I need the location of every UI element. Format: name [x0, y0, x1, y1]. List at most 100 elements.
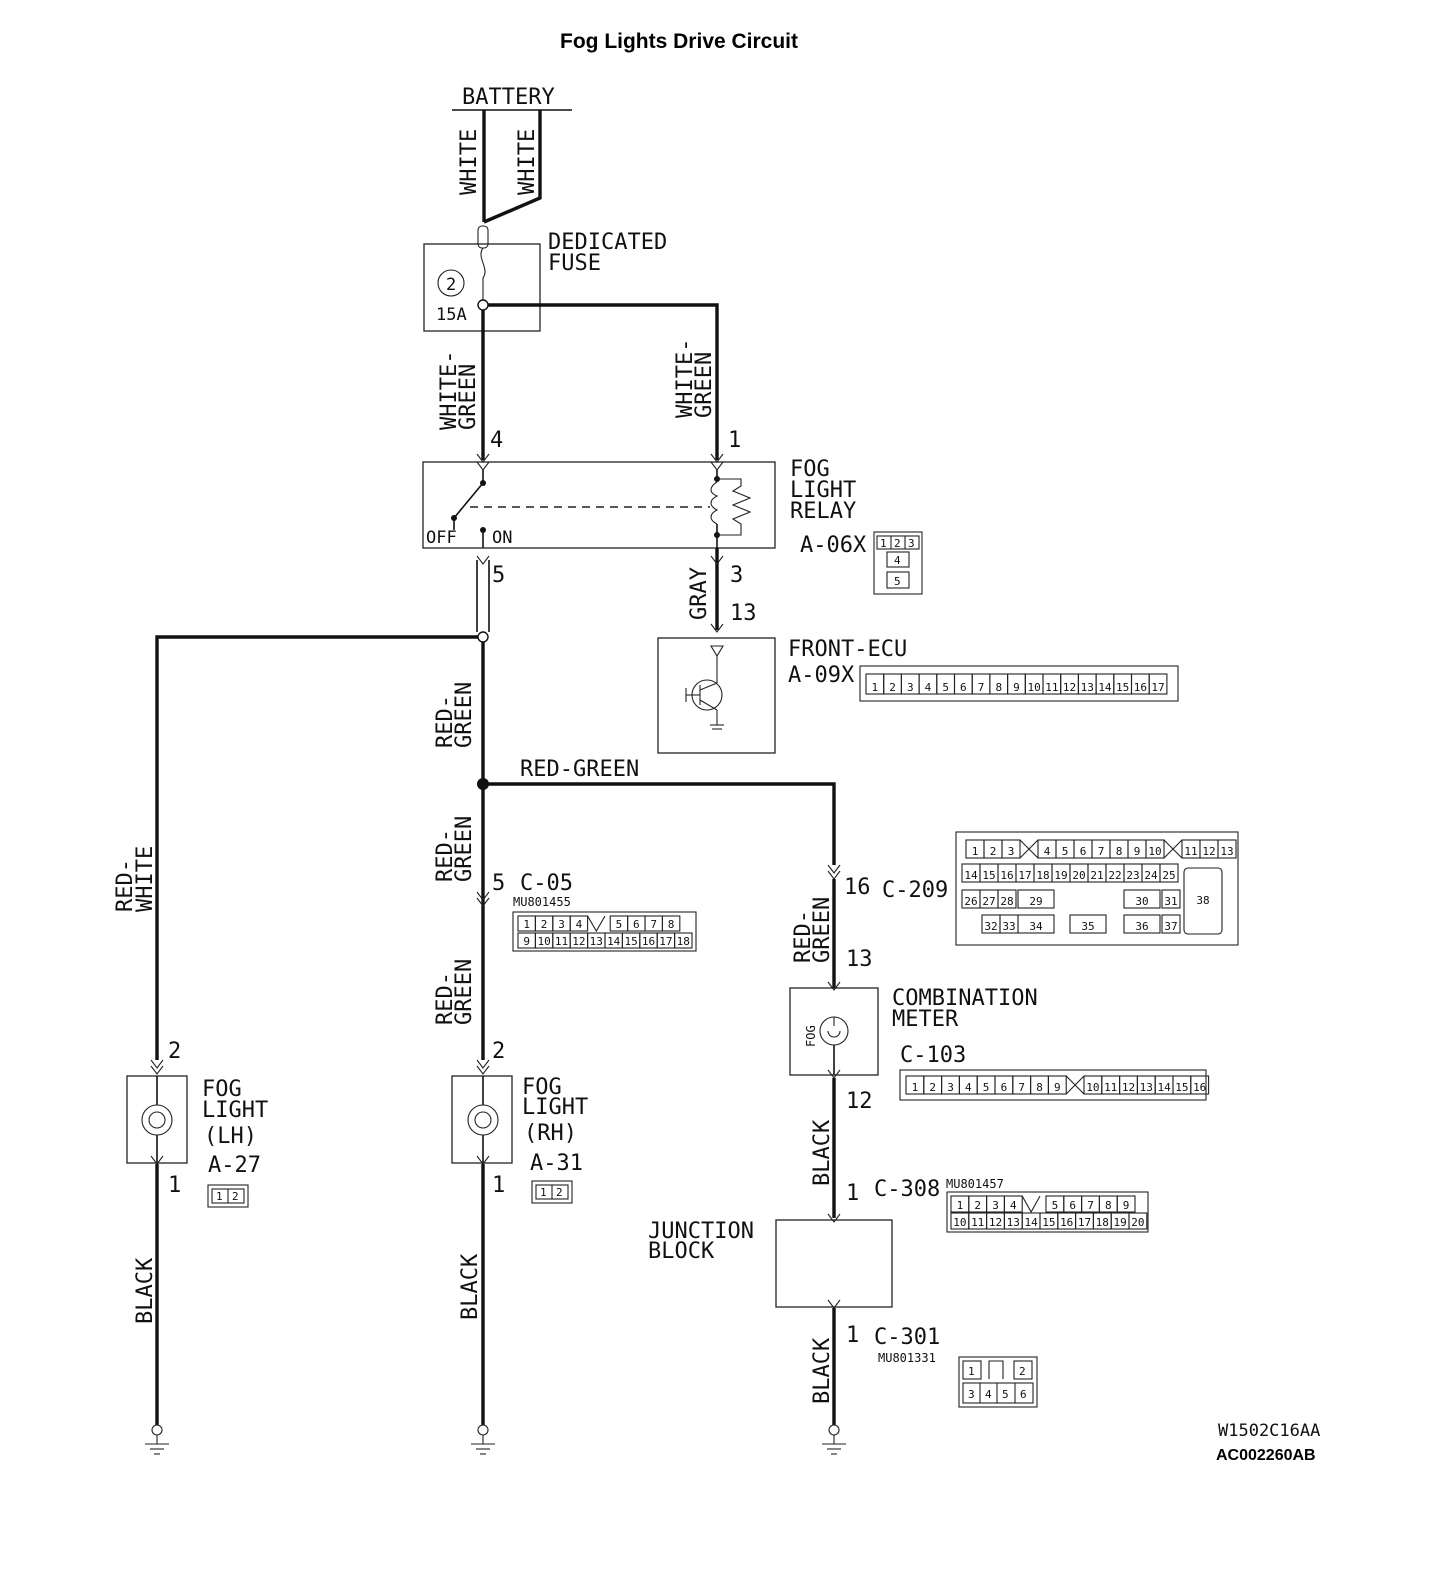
- c209-pin-19: 19: [1054, 869, 1067, 882]
- c308-pin-15: 15: [1042, 1216, 1055, 1229]
- c209-pin-32: 32: [984, 920, 997, 933]
- c103-pin-13: 13: [1140, 1081, 1153, 1094]
- combination-meter-in-pin: 13: [846, 947, 873, 972]
- c308-pin-16: 16: [1060, 1216, 1073, 1229]
- relay-off-label: OFF: [426, 528, 457, 548]
- c05-part-number: MU801455: [513, 895, 571, 909]
- a09x-pin-12: 12: [1063, 681, 1076, 694]
- c05-pin-17: 17: [659, 935, 672, 948]
- c103-pin-1: 1: [912, 1081, 919, 1094]
- c209-pin-22: 22: [1108, 869, 1121, 882]
- c209-pin-6: 6: [1080, 845, 1087, 858]
- c308-pin-8: 8: [1105, 1199, 1112, 1212]
- c209-pin-16: 16: [1000, 869, 1013, 882]
- c209-pin-17: 17: [1018, 869, 1031, 882]
- fog-lh-top-pin: 2: [168, 1039, 181, 1064]
- wire-label-white-green-b1: WHITE-: [673, 339, 698, 418]
- c05-pin-6: 6: [633, 918, 640, 931]
- diagram-title: Fog Lights Drive Circuit: [560, 30, 798, 53]
- c103-pin-6: 6: [1001, 1081, 1008, 1094]
- a09x-pin-13: 13: [1081, 681, 1094, 694]
- c209-pin-9: 9: [1134, 845, 1141, 858]
- battery: BATTERY: [452, 85, 572, 111]
- c209-pin-26: 26: [964, 895, 977, 908]
- junction-in-pin: 1: [846, 1181, 859, 1206]
- a09x-pin-4: 4: [925, 681, 932, 694]
- wire-label-red-green-4b: GREEN: [810, 897, 835, 963]
- ground-symbol-lh: [145, 1424, 169, 1455]
- c301-pin-5: 5: [1002, 1388, 1009, 1401]
- c103-pin-16: 16: [1193, 1081, 1206, 1094]
- wire-label-black-c2: BLACK: [810, 1337, 835, 1404]
- wire-label-black-lh: BLACK: [133, 1257, 158, 1324]
- c209-pin-10: 10: [1148, 845, 1161, 858]
- c05-pin-4: 4: [576, 918, 583, 931]
- a09x-pin-8: 8: [995, 681, 1002, 694]
- fog-lh-name-2: LIGHT: [202, 1098, 268, 1123]
- c209-pin: 16: [844, 875, 871, 900]
- fog-lh-name-3: (LH): [204, 1124, 257, 1149]
- ground-symbol-junction: [822, 1424, 846, 1455]
- c209-pin-11: 11: [1184, 845, 1197, 858]
- c103-pin-14: 14: [1157, 1081, 1171, 1094]
- c209-pin-5: 5: [1062, 845, 1069, 858]
- fog-rh-connector-id: A-31: [530, 1151, 583, 1176]
- c209-pin-38: 38: [1196, 894, 1209, 907]
- combination-meter-name-1: COMBINATION: [892, 986, 1038, 1011]
- c103-pin-9: 9: [1054, 1081, 1061, 1094]
- battery-label: BATTERY: [462, 85, 555, 110]
- c103-pin-3: 3: [947, 1081, 954, 1094]
- c308-pin-19: 19: [1113, 1216, 1126, 1229]
- junction-out-pin: 1: [846, 1323, 859, 1348]
- c209-pin-29: 29: [1029, 895, 1042, 908]
- c209-pin-21: 21: [1090, 869, 1103, 882]
- c308-pin-14: 14: [1024, 1216, 1038, 1229]
- c308-part-number: MU801457: [946, 1177, 1004, 1191]
- wire-label-red-green-3a: RED-: [433, 972, 458, 1025]
- c308-pin-5: 5: [1052, 1199, 1059, 1212]
- c103-pin-10: 10: [1086, 1081, 1099, 1094]
- c301-connector-id: C-301: [874, 1325, 940, 1350]
- fog-rh-name-1: FOG: [522, 1075, 562, 1100]
- pin-4: 4: [490, 428, 503, 453]
- c209-pin-2: 2: [990, 845, 997, 858]
- wire-label-red-white-2: WHITE: [133, 846, 158, 912]
- pin-1: 1: [728, 428, 741, 453]
- c209-pin-30: 30: [1135, 895, 1148, 908]
- c209-pin-13: 13: [1220, 845, 1233, 858]
- c05-pin-15: 15: [624, 935, 637, 948]
- c209-pin-37: 37: [1164, 920, 1177, 933]
- c103-pin-2: 2: [929, 1081, 936, 1094]
- c308-pin-7: 7: [1087, 1199, 1094, 1212]
- combination-meter: FOG COMBINATION METER C-103: [789, 981, 1038, 1079]
- fog-rh-top-pin: 2: [492, 1039, 505, 1064]
- c05-pin-11: 11: [555, 935, 568, 948]
- fog-lh-connector-id: A-27: [208, 1153, 261, 1178]
- c209-pin-33: 33: [1002, 920, 1015, 933]
- a09x-pin-1: 1: [872, 681, 879, 694]
- c05-pin-14: 14: [607, 935, 621, 948]
- c209-pin-1: 1: [972, 845, 979, 858]
- wire-label-red-green-4a: RED-: [791, 910, 816, 963]
- c209-pin-3: 3: [1008, 845, 1015, 858]
- fuse-rating: 15A: [436, 305, 467, 325]
- c301-pin-2: 2: [1019, 1365, 1026, 1378]
- c209-pin-8: 8: [1116, 845, 1123, 858]
- c301-pin-3: 3: [968, 1388, 975, 1401]
- wire-label-white-a: WHITE: [457, 129, 482, 195]
- relay-name-2: LIGHT: [790, 478, 856, 503]
- drawing-code-1: W1502C16AA: [1218, 1421, 1320, 1441]
- c308-connector-id: C-308: [874, 1177, 940, 1202]
- c05-pin: 5: [492, 871, 505, 896]
- wire-label-red-green-3b: GREEN: [452, 959, 477, 1025]
- c05-pin-5: 5: [616, 918, 623, 931]
- a09x-pin-16: 16: [1134, 681, 1147, 694]
- c05-pin-7: 7: [650, 918, 657, 931]
- c05-pin-1: 1: [523, 918, 530, 931]
- a09x-pin-6: 6: [960, 681, 967, 694]
- c05-pin-18: 18: [677, 935, 690, 948]
